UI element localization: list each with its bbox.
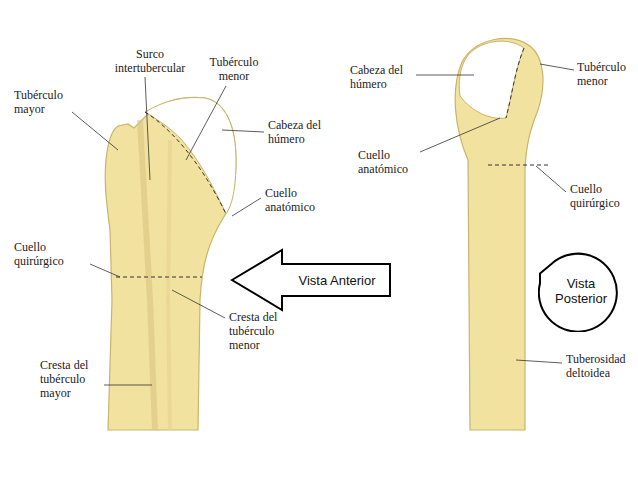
part-label: Tuberosidad deltoidea	[566, 352, 632, 380]
surgical-neck-line	[116, 277, 202, 278]
part-label: Cuello quirúrgico	[14, 240, 94, 268]
part-label: Cuello anatómico	[358, 148, 424, 176]
bone-posterior	[455, 39, 543, 430]
crest-shade	[168, 140, 170, 430]
head-posterior	[459, 41, 524, 118]
intertubercular-groove	[140, 120, 155, 430]
leader-lines	[72, 64, 574, 385]
bone-anterior	[105, 98, 236, 430]
part-label: Cuello quirúrgico	[570, 182, 630, 210]
part-label: Cabeza del húmero	[350, 63, 416, 91]
part-label: Tubérculo menor	[577, 60, 633, 88]
part-label: Cuello anatómico	[265, 186, 335, 214]
view-bubble: Vista Posterior	[538, 250, 620, 332]
part-label: Cresta del tubérculo menor	[229, 310, 295, 352]
surgical-neck-line	[488, 165, 548, 166]
anatomical-neck-line	[145, 112, 226, 214]
part-label: Cresta del tubérculo mayor	[40, 358, 104, 400]
articular-surface	[145, 98, 236, 214]
view-arrow: Vista Anterior	[230, 248, 392, 312]
view-label: Vista Posterior	[546, 276, 616, 306]
part-label: Cabeza del húmero	[268, 118, 338, 146]
part-label: Tubérculo menor	[203, 55, 265, 83]
part-label: Tubérculo mayor	[14, 88, 76, 116]
anatomical-neck-line	[506, 48, 524, 118]
part-label: Surco intertubercular	[100, 47, 200, 75]
view-label: Vista Anterior	[288, 273, 386, 288]
